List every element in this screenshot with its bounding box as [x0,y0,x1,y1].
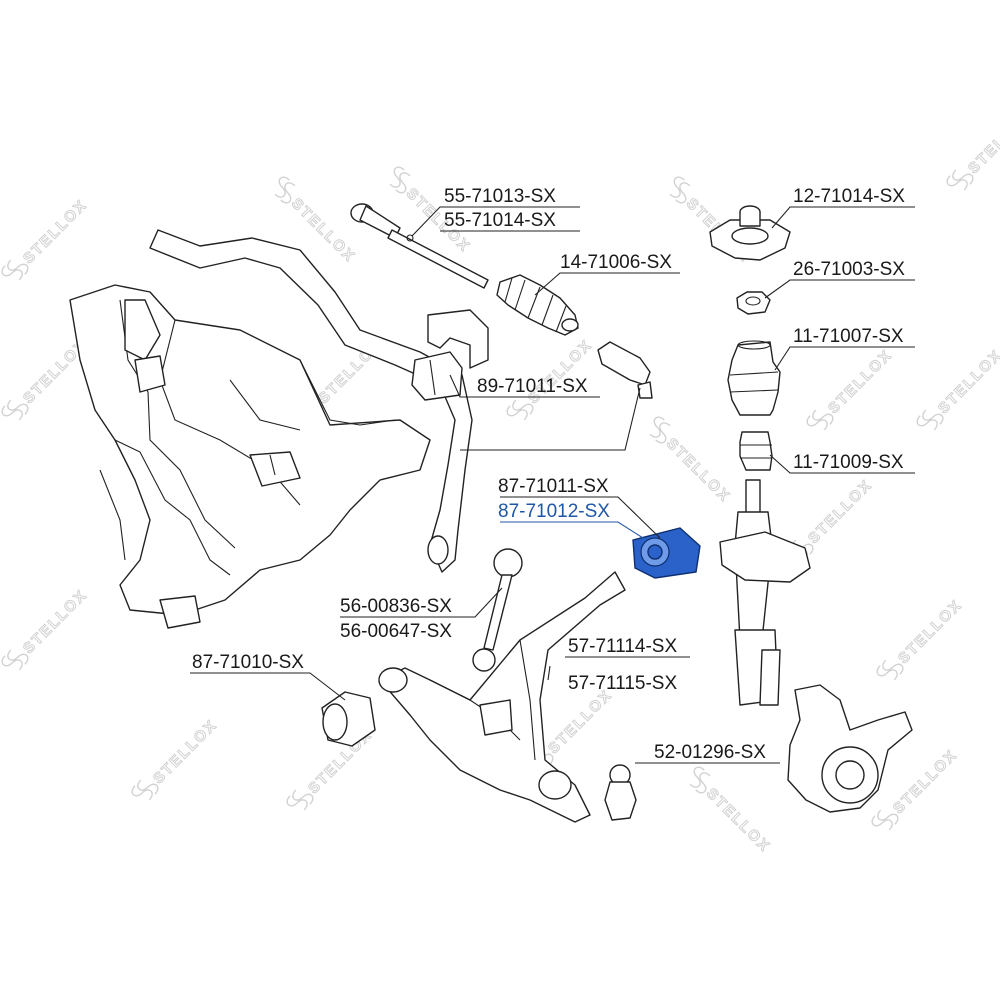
control-arm-drawing [378,571,626,823]
label-control-arm-1[interactable]: 57-71114-SX [568,636,677,657]
label-mount-nut[interactable]: 26-71003-SX [793,259,905,280]
part-labels: 55-71013-SX 55-71014-SX 14-71006-SX 89-7… [192,186,905,763]
strut-mount-drawing [709,205,791,261]
subframe-drawing [69,284,431,629]
ball-joint-drawing [604,764,637,821]
stabilizer-bushing-drawing [411,309,489,401]
shock-absorber-drawing [719,479,811,706]
tie-rod-end-drawing [597,341,653,399]
label-bump-stop[interactable]: 11-71009-SX [793,452,904,473]
stabilizer-bar-drawing [149,229,473,573]
steering-knuckle-drawing [787,684,913,813]
mount-nut-drawing [736,291,771,315]
steering-boot-drawing [496,274,579,336]
label-steering-boot[interactable]: 14-71006-SX [560,252,672,273]
stabilizer-link-drawing [472,548,523,672]
label-control-arm-2[interactable]: 57-71115-SX [568,673,677,694]
dust-boot-drawing [727,340,781,416]
label-tie-rod-axial-2[interactable]: 55-71014-SX [444,210,556,231]
bump-stop-drawing [739,431,773,471]
front-bushing-drawing [321,691,376,747]
tie-rod-axial-drawing [350,203,489,289]
label-front-bushing[interactable]: 87-71010-SX [192,652,304,673]
label-dust-boot[interactable]: 11-71007-SX [793,326,904,347]
label-arm-bushing-1[interactable]: 87-71011-SX [498,476,609,497]
arm-bushing-highlight-drawing [632,527,701,579]
leader-lines [190,206,915,764]
label-stabilizer-bushing[interactable]: 89-71011-SX [477,376,588,397]
label-strut-mount[interactable]: 12-71014-SX [793,186,905,207]
label-arm-bushing-2[interactable]: 87-71012-SX [498,501,610,522]
label-ball-joint[interactable]: 52-01296-SX [654,742,766,763]
label-tie-rod-axial-1[interactable]: 55-71013-SX [444,186,556,207]
label-stabilizer-link-2[interactable]: 56-00647-SX [340,621,452,642]
label-stabilizer-link-1[interactable]: 56-00836-SX [340,596,452,617]
